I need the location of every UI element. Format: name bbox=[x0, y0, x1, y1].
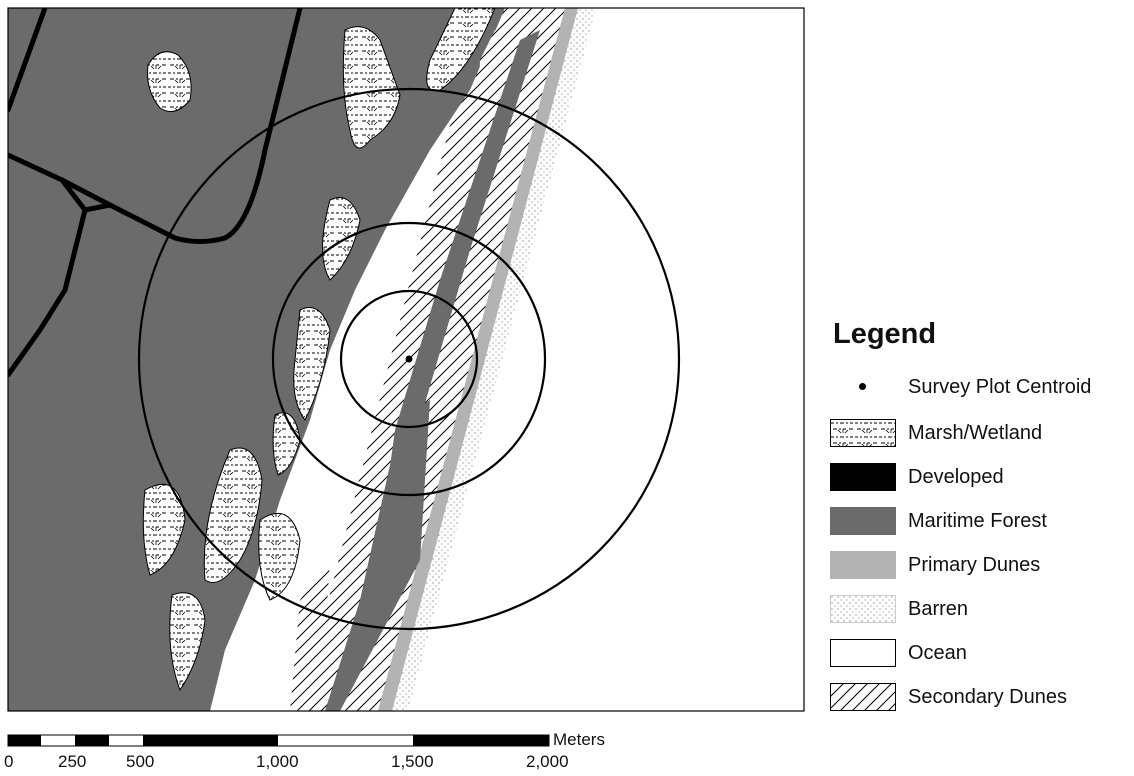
survey-plot-centroid bbox=[405, 355, 413, 363]
legend-item-centroid: Survey Plot Centroid bbox=[830, 372, 1091, 402]
legend-label: Survey Plot Centroid bbox=[908, 375, 1092, 398]
scale-tick: 1,000 bbox=[256, 752, 299, 771]
barren-swatch bbox=[830, 595, 896, 623]
marsh-area bbox=[169, 592, 206, 692]
buffer-ring-small bbox=[339, 289, 479, 429]
legend-label: Ocean bbox=[908, 641, 967, 664]
legend-item-primary: Primary Dunes bbox=[830, 550, 1040, 580]
scale-bar bbox=[7, 734, 550, 747]
maritime-forest-area bbox=[8, 8, 505, 711]
marsh-area bbox=[147, 51, 192, 113]
maritime-forest-area bbox=[325, 400, 430, 711]
secondary-dunes-area bbox=[478, 30, 505, 130]
buffer-ring-large bbox=[137, 87, 681, 631]
legend-item-forest: Maritime Forest bbox=[830, 506, 1047, 536]
legend-label: Primary Dunes bbox=[908, 553, 1041, 576]
buffer-ring-medium bbox=[271, 221, 547, 497]
legend-item-ocean: Ocean bbox=[830, 638, 967, 668]
marsh-area bbox=[203, 447, 263, 583]
scale-tick: 500 bbox=[126, 752, 155, 771]
scale-tick: 250 bbox=[58, 752, 87, 771]
legend-item-barren: Barren bbox=[830, 594, 968, 624]
legend-label: Marsh/Wetland bbox=[908, 421, 1043, 444]
legend-item-marsh: Marsh/Wetland bbox=[830, 418, 1042, 448]
ocean-swatch bbox=[830, 639, 896, 667]
developed-roads bbox=[8, 8, 303, 378]
forest-swatch bbox=[830, 507, 896, 535]
legend-item-developed: Developed bbox=[830, 462, 1004, 492]
map-frame bbox=[7, 7, 805, 712]
legend-label: Maritime Forest bbox=[908, 509, 1047, 532]
centroid-swatch bbox=[830, 373, 896, 401]
primary-dunes-swatch bbox=[830, 551, 896, 579]
marsh-area bbox=[426, 8, 496, 92]
scale-unit: Meters bbox=[553, 730, 605, 749]
legend-label: Barren bbox=[908, 597, 969, 620]
secondary-dunes-swatch bbox=[830, 683, 896, 711]
secondary-dunes-area bbox=[290, 560, 330, 711]
developed-swatch bbox=[830, 463, 896, 491]
scale-tick: 0 bbox=[4, 752, 14, 771]
marsh-area bbox=[293, 307, 331, 421]
marsh-area bbox=[342, 26, 401, 149]
legend-item-secondary: Secondary Dunes bbox=[830, 682, 1067, 712]
legend-label: Secondary Dunes bbox=[908, 685, 1067, 708]
marsh-area bbox=[272, 412, 301, 476]
marsh-swatch bbox=[830, 419, 896, 447]
marsh-area bbox=[322, 197, 361, 281]
legend-label: Developed bbox=[908, 465, 1004, 488]
scale-tick: 2,000 bbox=[526, 752, 569, 771]
buffer-rings bbox=[137, 87, 681, 631]
scale-tick: 1,500 bbox=[391, 752, 434, 771]
legend-title: Legend bbox=[833, 318, 937, 350]
marsh-area bbox=[258, 512, 301, 601]
